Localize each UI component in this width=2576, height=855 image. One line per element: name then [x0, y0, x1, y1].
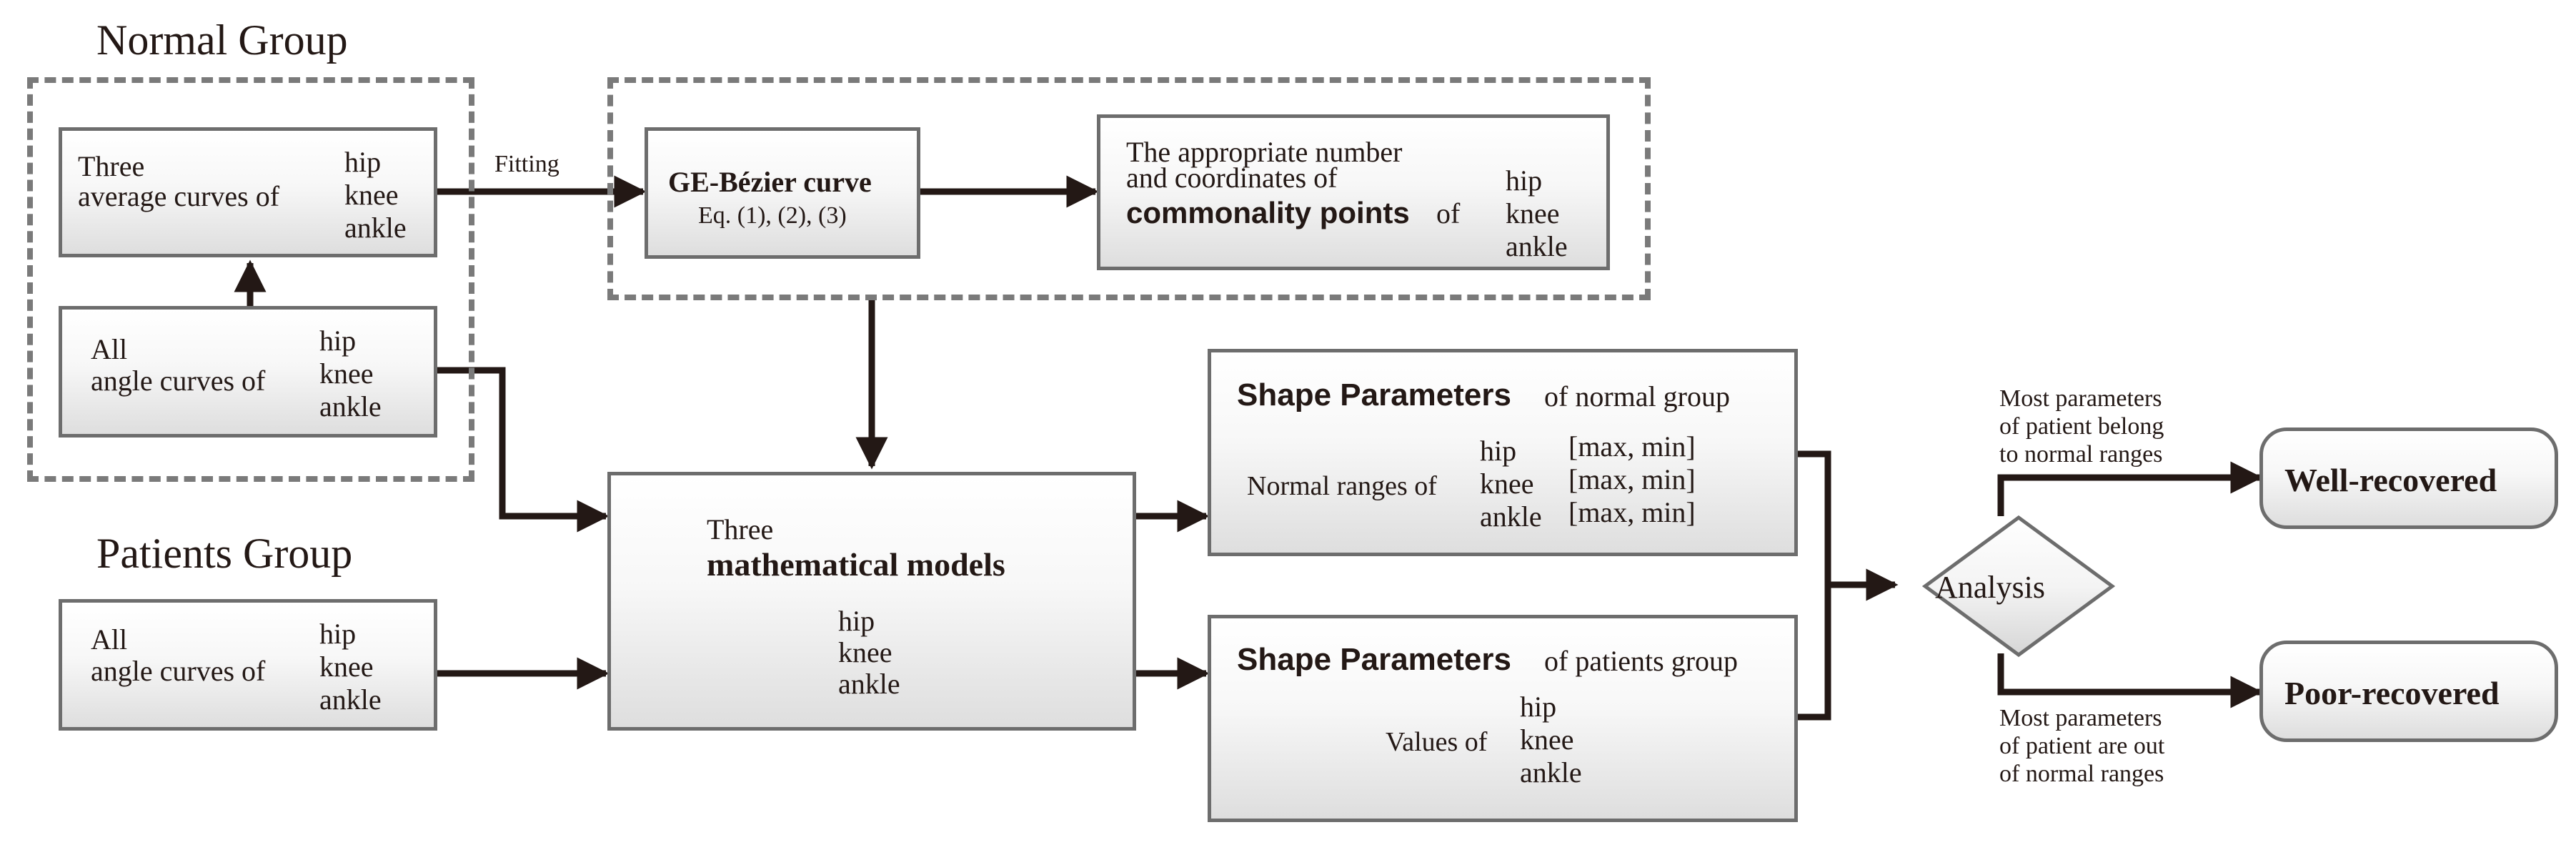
well-note-line2: of patient belong: [1999, 413, 2164, 440]
bezier-curve-box: GE-Bézier curve Eq. (1), (2), (3): [645, 127, 920, 259]
bezier-equations: Eq. (1), (2), (3): [698, 202, 847, 229]
patient-value-joint-ankle: ankle: [1520, 756, 1582, 789]
fitting-label: Fitting: [494, 151, 560, 177]
well-recovered-box: Well-recovered: [2259, 428, 2558, 529]
patient-params-title-bold: Shape Parameters: [1237, 642, 1511, 677]
models-joint-knee: knee: [838, 636, 892, 668]
models-line1: Three: [707, 513, 774, 545]
normal-shape-params-box: Shape Parameters of normal group Normal …: [1208, 349, 1798, 556]
models-joint-ankle: ankle: [838, 668, 900, 700]
normal-range-ankle-value: [max, min]: [1568, 496, 1696, 528]
patient-all-curves-box: All angle curves of hip knee ankle: [59, 599, 437, 731]
models-line2: mathematical models: [707, 546, 1005, 583]
average-joint-knee: knee: [344, 179, 399, 211]
normal-params-title-rest: of normal group: [1544, 380, 1730, 412]
average-joint-ankle: ankle: [344, 212, 407, 244]
patient-value-joint-hip: hip: [1520, 691, 1557, 723]
commonality-line1: The appropriate number: [1126, 136, 1403, 168]
connector-params-merge: [1798, 450, 1831, 721]
poor-recovered-label: Poor-recovered: [2284, 675, 2500, 711]
patient-joint-hip: hip: [319, 618, 357, 650]
normal-group-title: Normal Group: [96, 16, 348, 64]
commonality-joint-knee: knee: [1506, 197, 1560, 229]
commonality-of: of: [1436, 197, 1461, 229]
patient-all-curves-line1: All: [91, 623, 128, 656]
commonality-points-box: The appropriate number and coordinates o…: [1097, 114, 1610, 270]
patient-joint-knee: knee: [319, 651, 374, 683]
analysis-diamond: [1922, 515, 2115, 658]
normal-range-joint-hip: hip: [1480, 435, 1517, 467]
normal-range-knee-value: [max, min]: [1568, 463, 1696, 495]
mathematical-models-box: Three mathematical models hip knee ankle: [607, 472, 1136, 731]
commonality-joint-hip: hip: [1506, 164, 1543, 197]
patient-values-prefix: Values of: [1386, 727, 1488, 757]
normal-joint-hip: hip: [319, 325, 357, 357]
normal-params-title-bold: Shape Parameters: [1237, 377, 1511, 412]
normal-range-joint-knee: knee: [1480, 468, 1534, 500]
poor-note-line2: of patient are out: [1999, 733, 2165, 759]
normal-range-joint-ankle: ankle: [1480, 500, 1542, 533]
normal-all-curves-box: All angle curves of hip knee ankle: [59, 306, 437, 438]
normal-ranges-prefix: Normal ranges of: [1247, 471, 1437, 501]
patient-params-title-rest: of patients group: [1544, 645, 1739, 677]
average-curves-line1: Three: [78, 150, 145, 182]
average-curves-line2: average curves of: [78, 180, 280, 212]
normal-group-frame: [27, 77, 474, 482]
normal-joint-ankle: ankle: [319, 390, 382, 422]
arrow-to-well-recovered: [1997, 461, 2263, 516]
commonality-line2: and coordinates of: [1126, 162, 1338, 194]
normal-all-curves-line1: All: [91, 333, 128, 365]
patients-group-title: Patients Group: [96, 530, 353, 577]
poor-note-line1: Most parameters: [1999, 705, 2162, 731]
arrow-to-poor-recovered: [1997, 653, 2263, 708]
poor-note-line3: of normal ranges: [1999, 761, 2164, 787]
normal-range-hip-value: [max, min]: [1568, 430, 1696, 463]
normal-all-curves-line2: angle curves of: [91, 365, 266, 397]
normal-joint-knee: knee: [319, 357, 374, 390]
patient-all-curves-line2: angle curves of: [91, 655, 266, 687]
commonality-joint-ankle: ankle: [1506, 230, 1568, 262]
well-note-line3: to normal ranges: [1999, 441, 2163, 468]
analysis-label: Analysis: [1935, 570, 2045, 605]
average-joint-hip: hip: [344, 146, 382, 178]
average-curves-box: Three average curves of hip knee ankle: [59, 127, 437, 257]
commonality-bold: commonality points: [1126, 196, 1410, 229]
bezier-title: GE-Bézier curve: [668, 166, 872, 198]
well-recovered-label: Well-recovered: [2284, 462, 2497, 498]
poor-recovered-box: Poor-recovered: [2259, 641, 2558, 742]
fitting-frame: [607, 77, 1651, 300]
patient-value-joint-knee: knee: [1520, 723, 1574, 756]
well-note-line1: Most parameters: [1999, 385, 2162, 412]
patient-joint-ankle: ankle: [319, 683, 382, 716]
patient-shape-params-box: Shape Parameters of patients group Value…: [1208, 615, 1798, 822]
models-joint-hip: hip: [838, 605, 875, 637]
